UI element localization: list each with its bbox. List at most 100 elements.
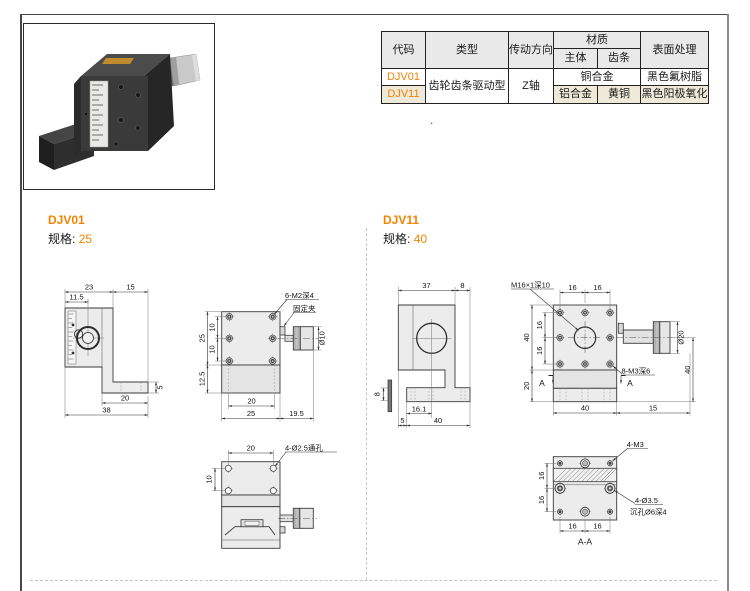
arrowhead	[546, 463, 548, 467]
arrowhead	[614, 490, 618, 494]
djv01-section-header: DJV01 规格: 25	[48, 213, 92, 247]
arrowhead	[216, 357, 219, 361]
arrowhead	[155, 389, 157, 393]
arrowhead	[144, 414, 148, 416]
arrowhead	[280, 417, 284, 420]
dim-label: 16	[535, 347, 544, 355]
dim-label: 16	[535, 321, 544, 329]
arrowhead	[109, 291, 113, 293]
arrowhead	[428, 412, 432, 415]
arrowhead	[216, 335, 219, 339]
arrowhead	[216, 316, 219, 320]
center-thread-hole	[573, 326, 597, 349]
col-header-direction: 传动方向	[508, 31, 554, 69]
dim-label: 19.5	[289, 409, 304, 418]
djv11-spec-line: 规格: 40	[383, 230, 427, 247]
arrowhead	[317, 326, 320, 330]
arrowhead	[214, 468, 216, 472]
screw-holes	[225, 313, 277, 365]
dim-label: 38	[102, 406, 110, 415]
rack-strip	[387, 379, 393, 413]
arrowhead	[613, 366, 617, 369]
arrowhead	[581, 530, 585, 532]
col-header-type: 类型	[425, 31, 509, 69]
dim-label: 40	[522, 333, 531, 341]
arrowhead	[581, 291, 585, 294]
section-divider	[366, 228, 367, 580]
arrowhead	[560, 291, 564, 294]
dim-label: 25	[198, 334, 207, 342]
photo-label-plate	[102, 58, 134, 64]
arrowhead	[676, 350, 679, 354]
section-mark-a: A	[627, 378, 633, 388]
cell-surface-row1: 黑色氟树脂	[640, 68, 709, 86]
cell-code-djv11: DJV11	[381, 85, 426, 104]
arrowhead	[692, 337, 694, 341]
arrowhead	[310, 417, 314, 420]
arrowhead	[398, 289, 402, 292]
dim-label: 10	[208, 323, 217, 331]
cell-type: 齿轮齿条驱动型	[425, 68, 509, 104]
photo-body-top	[81, 54, 170, 76]
dim-label: 16	[537, 496, 546, 504]
arrowhead	[144, 402, 148, 404]
col-header-material-rack: 齿条	[597, 48, 641, 69]
dim-label: 8	[373, 392, 382, 396]
spec-table: 代码 类型 传动方向 材质 表面处理 主体 齿条 DJV01 齿轮齿条驱动型 Z…	[381, 31, 709, 104]
arrowhead	[382, 388, 385, 392]
dim-label: 23	[85, 283, 93, 292]
djv11-model-code: DJV11	[383, 213, 420, 227]
arrowhead	[155, 382, 157, 386]
table-row-djv11: DJV11 铝合金 黄铜 黑色阳极氧化	[381, 85, 709, 104]
dim-label: 10	[208, 345, 217, 353]
arrowhead	[382, 397, 385, 401]
arrowhead	[228, 452, 232, 454]
arrowhead	[466, 424, 470, 427]
arrowhead	[65, 301, 69, 303]
djv11-section-header: DJV11 规格: 40	[383, 213, 427, 247]
arrowhead	[276, 417, 280, 420]
dim-label: 12.5	[198, 372, 207, 387]
drawing-djv01-side-view: 23 15 11.5 20 38 5	[64, 283, 165, 418]
photo-scale-ticks	[92, 84, 103, 141]
arrowhead	[451, 289, 455, 292]
cbore-callout-line2: 沉孔Ø6深4	[630, 508, 667, 517]
product-photo-illustration	[39, 53, 201, 170]
dim-label: 16	[593, 283, 601, 292]
col-header-code: 代码	[381, 31, 426, 69]
photo-scale-strip	[89, 80, 109, 148]
section-title: A-A	[578, 537, 593, 547]
arrowhead	[228, 405, 232, 407]
arrowhead	[546, 485, 548, 489]
arrowhead	[686, 412, 690, 414]
dim-label: 16	[568, 522, 576, 531]
photo-body-left	[74, 76, 81, 157]
photo-foot-left	[39, 136, 54, 170]
screw-holes	[556, 309, 614, 368]
dim-label: 15	[126, 283, 134, 292]
dim-label: 20	[522, 382, 531, 390]
spec-value: 40	[413, 232, 428, 246]
page-divider-bottom	[30, 580, 717, 581]
drawing-djv01-front-view: 6-M2深4 固定夹 25 10 10 12.5 Ø10 20 25 19.5	[198, 291, 327, 422]
product-photo	[23, 23, 215, 190]
arrowhead	[406, 424, 410, 427]
drawing-djv11-front-view: M16×1深10 8-M3深6 A A 16 16 40 16 16 20 Ø2…	[511, 281, 696, 416]
arrowhead	[206, 311, 209, 315]
dim-label: 20	[121, 394, 129, 403]
table-row-djv01: DJV01 齿轮齿条驱动型 Z轴 铜合金 黑色氟树脂	[381, 68, 709, 104]
dim-label: 16	[568, 283, 576, 292]
thread-callout: M16×1深10	[511, 281, 550, 290]
arrowhead	[553, 412, 557, 414]
clamp-callout: 固定夹	[293, 303, 316, 313]
arrowhead	[317, 346, 320, 350]
arrowhead	[531, 370, 533, 374]
page-frame-right	[727, 14, 729, 591]
dim-label: 5	[400, 416, 404, 425]
page-frame-top	[20, 14, 729, 15]
arrowhead	[398, 424, 402, 427]
clamp-part	[279, 526, 286, 534]
arrowhead	[275, 463, 278, 467]
dim-label: 11.5	[69, 293, 83, 302]
dim-label: 40	[683, 366, 692, 374]
